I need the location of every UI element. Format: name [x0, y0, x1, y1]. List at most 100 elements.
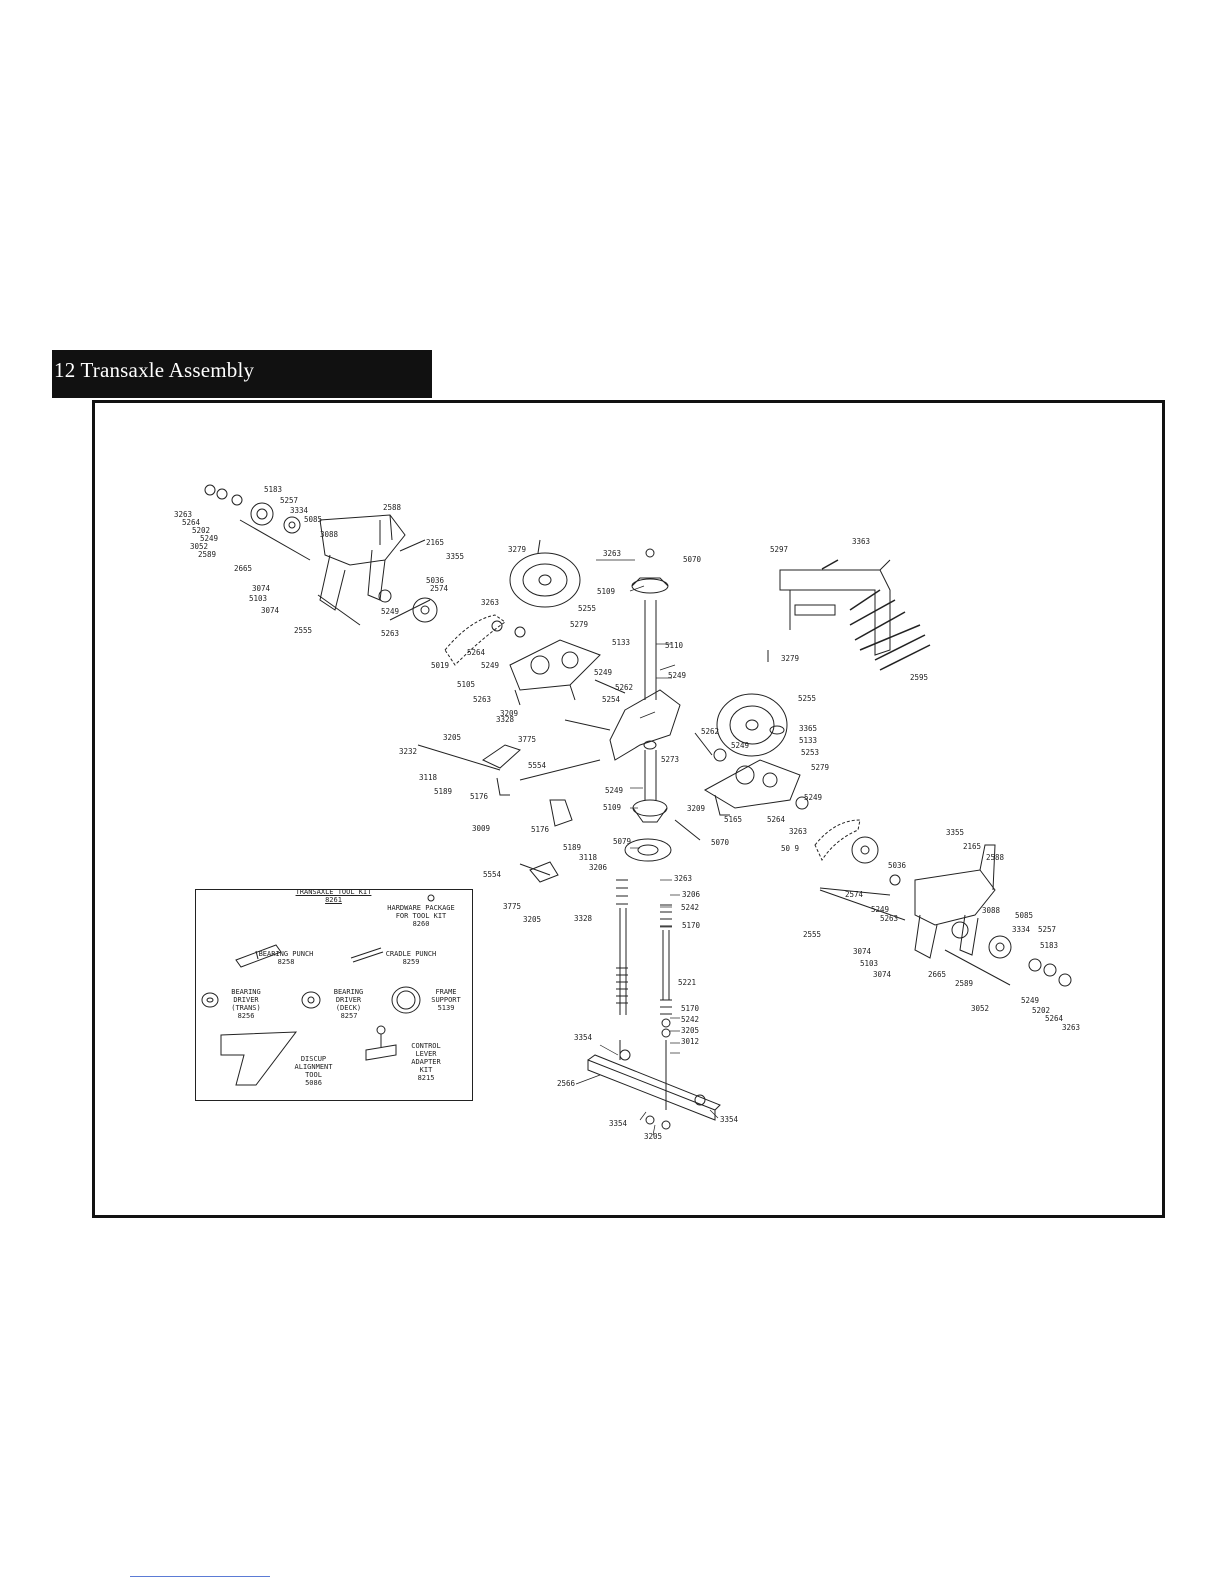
part-label: 5249 [594, 668, 612, 677]
part-label: 3052 [190, 542, 208, 551]
section-title: 12 Transaxle Assembly [54, 358, 255, 382]
bottom-frame-bar [587, 1049, 721, 1130]
part-label: 2665 [234, 564, 252, 573]
control-lever-adapter-kit-drawing [365, 1025, 397, 1061]
part-label: 5264 [467, 648, 486, 657]
part-label: 2588 [986, 853, 1005, 862]
part-label: 5170 [681, 1004, 700, 1013]
part-label: 2555 [294, 626, 312, 635]
part-label: 5249 [731, 741, 749, 750]
bracket-bolts [821, 559, 931, 671]
bearing-punch-number: 8258 [277, 958, 295, 966]
part-label: 5070 [683, 555, 702, 564]
part-label: 2566 [557, 1079, 576, 1088]
part-label: 5273 [661, 755, 679, 764]
hardware-package-number: 8260 [412, 920, 430, 928]
left-gear-case [491, 620, 626, 706]
bearing-driver-trans-number: 8256 [237, 1012, 255, 1020]
part-label: 3205 [644, 1132, 662, 1141]
part-number-labels: 3263 5264 5202 5249 3052 2589 5183 5257 … [174, 485, 1080, 1141]
frame-support-drawing [391, 986, 421, 1014]
part-label: 5264 [767, 815, 786, 824]
left-axle-housing [204, 484, 438, 626]
part-label: 5253 [801, 748, 819, 757]
part-label: 3279 [781, 654, 799, 663]
part-label: 3206 [682, 890, 701, 899]
part-label: 5189 [434, 787, 452, 796]
part-label: 3205 [523, 915, 541, 924]
part-label: 3355 [446, 552, 464, 561]
part-label: 5263 [381, 629, 399, 638]
part-label: 5085 [1015, 911, 1033, 920]
control-linkage [417, 719, 611, 883]
part-label: 2595 [910, 673, 928, 682]
part-label: 5070 [711, 838, 730, 847]
right-pulley [716, 650, 788, 757]
part-label: 5263 [880, 914, 898, 923]
discup-alignment-tool-number: 5086 [305, 1079, 322, 1087]
part-label: 3263 [481, 598, 499, 607]
part-label: 5249 [605, 786, 623, 795]
part-label: 5257 [1038, 925, 1056, 934]
part-label: 5079 [613, 837, 631, 846]
lower-vertical-rods [616, 879, 672, 1110]
part-label: 5262 [615, 683, 633, 692]
part-label: 3775 [503, 902, 521, 911]
footer-link-underline[interactable] [130, 1576, 270, 1577]
part-label: 5297 [770, 545, 788, 554]
part-label: 3205 [443, 733, 461, 742]
part-label: 3118 [419, 773, 438, 782]
part-label: 5170 [682, 921, 701, 930]
tool-kit-inset: TRANSAXLE TOOL KIT 8261 HARDWARE PACKAGE… [195, 888, 473, 1101]
part-label: 3363 [852, 537, 870, 546]
part-label: 5085 [304, 515, 322, 524]
part-label: 5176 [470, 792, 489, 801]
part-label: 3334 [290, 506, 309, 515]
cradle-punch-number: 8259 [402, 958, 420, 966]
part-label: 3263 [1062, 1023, 1080, 1032]
part-label: 5110 [665, 641, 684, 650]
part-label: 3232 [399, 747, 417, 756]
bearing-driver-trans-label: BEARING DRIVER (TRANS) [231, 988, 261, 1012]
part-label: 5554 [483, 870, 502, 879]
part-label: 5036 [888, 861, 907, 870]
part-label: 5103 [860, 959, 878, 968]
part-label: 5202 [192, 526, 210, 535]
part-label: 5221 [678, 978, 696, 987]
part-label: 2165 [963, 842, 981, 851]
control-lever-adapter-kit-number: 8215 [417, 1074, 435, 1082]
part-label: 2165 [426, 538, 444, 547]
part-label: 3205 [681, 1026, 699, 1035]
part-label: 5165 [724, 815, 742, 824]
part-label: 5183 [1040, 941, 1058, 950]
bearing-punch-label: BEARING PUNCH [258, 950, 314, 958]
part-label: 3074 [853, 947, 872, 956]
part-label: 3328 [496, 715, 515, 724]
part-label: 3074 [873, 970, 892, 979]
part-label: 5249 [381, 607, 399, 616]
bearing-punch-drawing [235, 944, 282, 968]
part-label: 3775 [518, 735, 536, 744]
part-label: 5255 [798, 694, 816, 703]
section-title-bar: 12 Transaxle Assembly [52, 350, 432, 398]
hardware-package-drawing [427, 894, 435, 902]
part-label: 5019 [431, 661, 449, 670]
part-label: 3088 [320, 530, 339, 539]
frame-support-label: FRAME SUPPORT [431, 988, 461, 1004]
part-label: 3209 [687, 804, 705, 813]
bearing-driver-deck-drawing [301, 991, 321, 1009]
bearing-driver-trans-drawing [201, 992, 219, 1008]
part-label: 5202 [1032, 1006, 1050, 1015]
part-label: 3334 [1012, 925, 1031, 934]
part-label: 5176 [531, 825, 550, 834]
cradle-punch-drawing [350, 947, 384, 963]
part-label: 5133 [799, 736, 817, 745]
part-label: 5249 [481, 661, 499, 670]
part-label: 3263 [603, 549, 621, 558]
part-label: 5242 [681, 1015, 699, 1024]
part-label: 5262 [701, 727, 719, 736]
part-label: 5109 [597, 587, 615, 596]
part-label: 5257 [280, 496, 298, 505]
part-label: 3052 [971, 1004, 989, 1013]
